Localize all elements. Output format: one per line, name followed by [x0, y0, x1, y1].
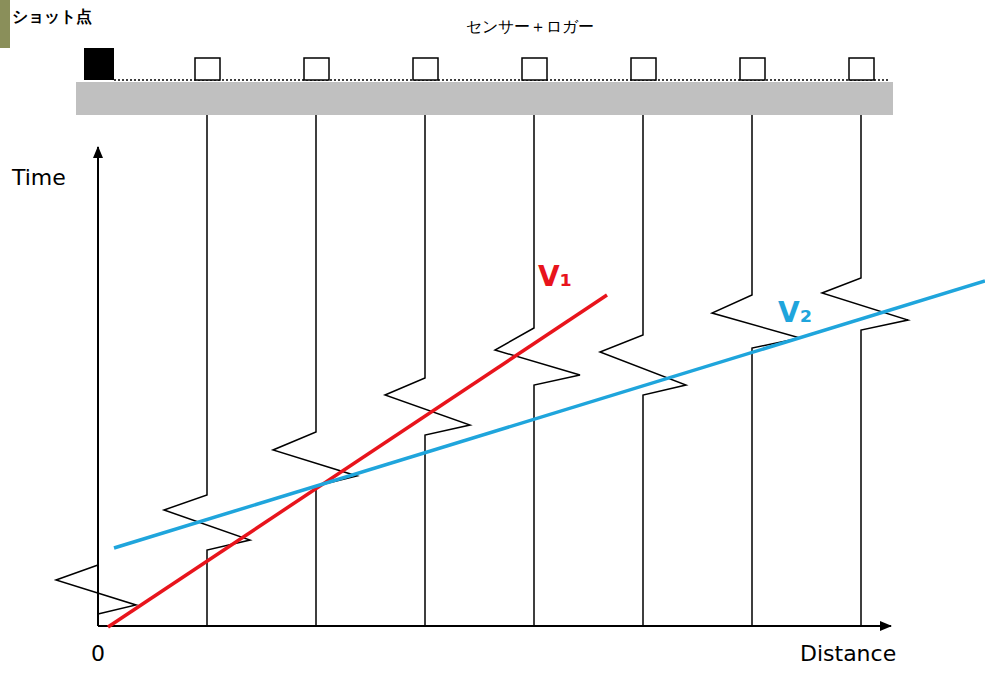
- axis-origin: 0: [91, 642, 105, 666]
- time-axis: [97, 147, 99, 626]
- ground-bar: [76, 82, 893, 115]
- axis-title: Distance: [800, 642, 896, 666]
- shot-point-label: ショット点: [12, 8, 92, 26]
- v1-line: [108, 295, 607, 627]
- distance-axis: [98, 625, 891, 627]
- shot-point: [84, 48, 114, 80]
- velocity-label: V₂: [778, 298, 812, 329]
- axis-title: Time: [12, 166, 66, 190]
- sensor-label: センサー＋ロガー: [466, 18, 594, 36]
- v2-line: [114, 281, 985, 548]
- velocity-label: V₁: [538, 262, 572, 293]
- photo-fragment: [0, 0, 10, 48]
- sensor-boxes: [195, 58, 874, 80]
- ground-line: [114, 79, 890, 81]
- seismic-traces: [56, 115, 908, 626]
